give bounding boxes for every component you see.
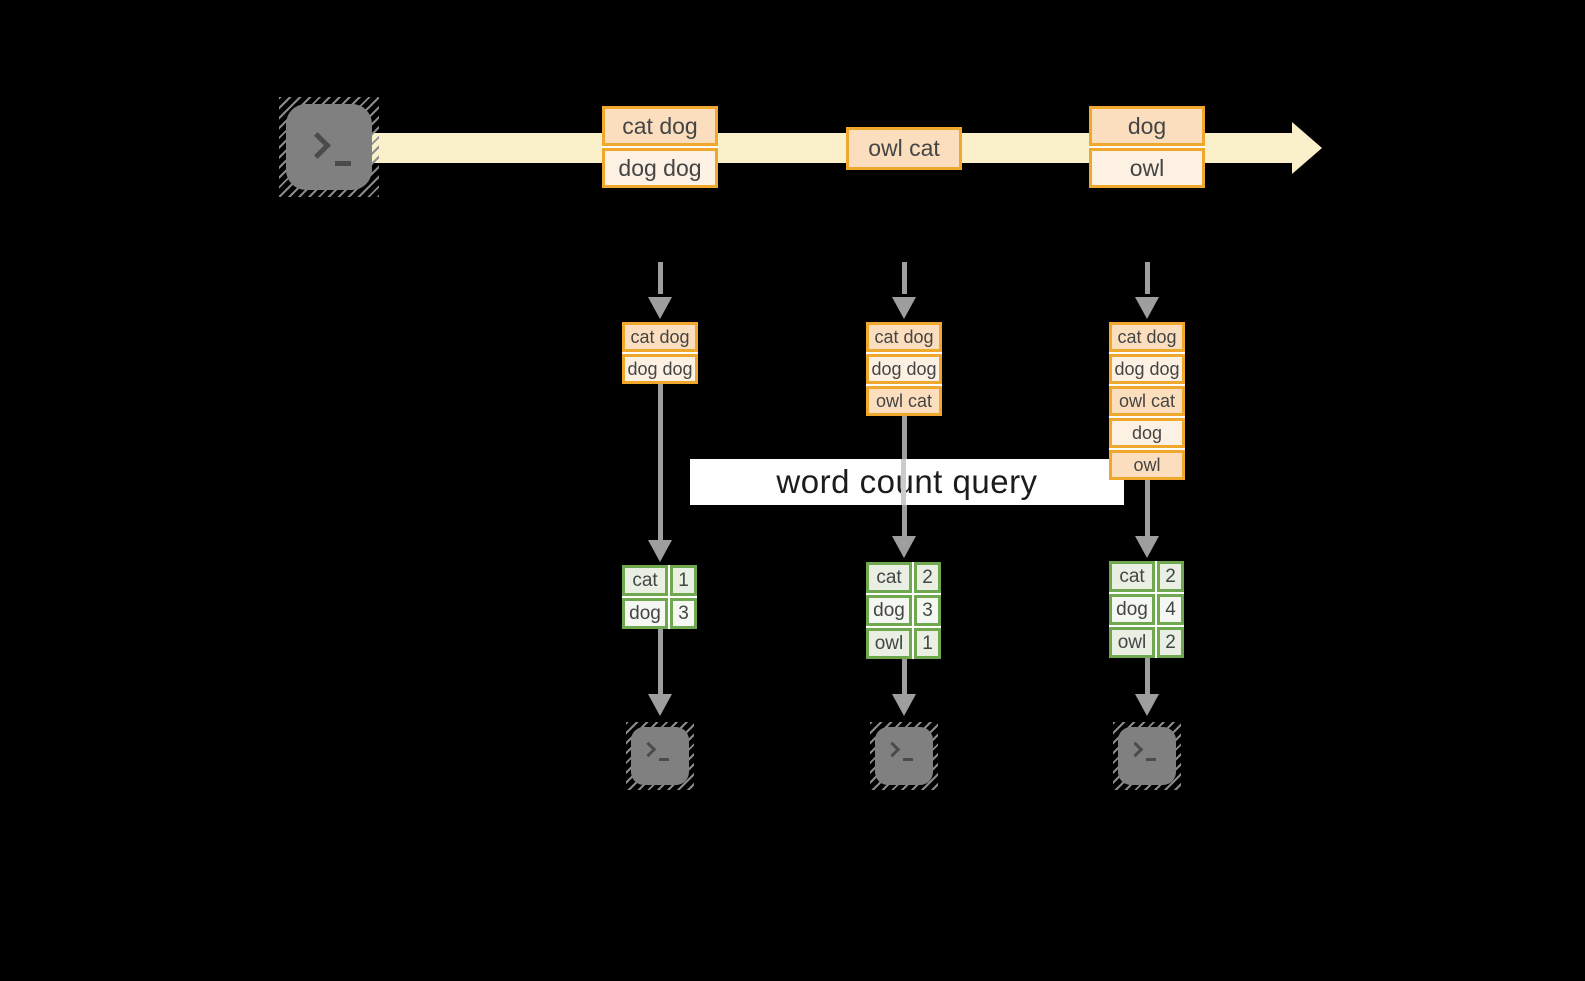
state-row: dog dog bbox=[866, 354, 942, 384]
stream-batch-3: dog owl bbox=[1089, 106, 1205, 188]
query-banner: word count query bbox=[690, 459, 1124, 505]
state-row: cat dog bbox=[622, 322, 698, 352]
prompt-chevron-icon bbox=[884, 741, 901, 758]
count-table-2: cat 2 dog 3 owl 1 bbox=[866, 562, 941, 659]
state-row: owl cat bbox=[1109, 386, 1185, 416]
prompt-underscore-icon bbox=[1146, 758, 1156, 761]
arrow-line bbox=[1144, 655, 1150, 694]
count-cell: 4 bbox=[1157, 594, 1184, 625]
terminal-icon bbox=[286, 104, 372, 190]
state-row: dog bbox=[1109, 418, 1185, 448]
word-cell: owl bbox=[1109, 627, 1155, 658]
arrow-head-icon bbox=[892, 536, 916, 558]
arrow-line bbox=[901, 656, 907, 694]
count-cell: 3 bbox=[914, 595, 941, 626]
arrow-head-icon bbox=[892, 694, 916, 716]
word-cell: cat bbox=[1109, 561, 1155, 592]
word-cell: dog bbox=[866, 595, 912, 626]
word-cell: dog bbox=[1109, 594, 1155, 625]
dashed-arrow-line bbox=[657, 262, 663, 294]
prompt-underscore-icon bbox=[659, 758, 669, 761]
state-row: owl bbox=[1109, 450, 1185, 480]
query-label: word count query bbox=[776, 463, 1038, 500]
terminal-icon bbox=[1118, 727, 1176, 785]
word-cell: cat bbox=[866, 562, 912, 593]
count-cell: 1 bbox=[670, 565, 697, 596]
arrow-head-icon bbox=[1135, 694, 1159, 716]
arrow-line bbox=[1144, 480, 1150, 536]
count-table-3: cat 2 dog 4 owl 2 bbox=[1109, 561, 1184, 658]
stream-batch-1: cat dog dog dog bbox=[602, 106, 718, 188]
word-cell: cat bbox=[622, 565, 668, 596]
prompt-underscore-icon bbox=[335, 161, 351, 166]
dashed-arrow-line bbox=[1144, 262, 1150, 294]
arrow-line bbox=[657, 627, 663, 694]
dashed-arrow-head-icon bbox=[1135, 297, 1159, 319]
stream-arrowhead-icon bbox=[1292, 122, 1322, 174]
count-cell: 2 bbox=[914, 562, 941, 593]
state-box-3: cat dog dog dog owl cat dog owl bbox=[1109, 322, 1185, 480]
sink-terminal-icon bbox=[1113, 722, 1181, 790]
arrow-head-icon bbox=[648, 540, 672, 562]
count-cell: 2 bbox=[1157, 561, 1184, 592]
word-cell: dog bbox=[622, 598, 668, 629]
dashed-arrow-line bbox=[901, 262, 907, 294]
stream-batch-line: owl cat bbox=[846, 127, 962, 170]
stream-batch-line: owl bbox=[1089, 148, 1205, 188]
word-cell: owl bbox=[866, 628, 912, 659]
source-terminal-icon bbox=[279, 97, 379, 197]
count-cell: 3 bbox=[670, 598, 697, 629]
sink-terminal-icon bbox=[870, 722, 938, 790]
count-table-1: cat 1 dog 3 bbox=[622, 565, 697, 629]
stream-batch-line: dog bbox=[1089, 106, 1205, 146]
state-row: owl cat bbox=[866, 386, 942, 416]
state-box-1: cat dog dog dog bbox=[622, 322, 698, 384]
stream-batch-line: cat dog bbox=[602, 106, 718, 146]
sink-terminal-icon bbox=[626, 722, 694, 790]
state-row: cat dog bbox=[1109, 322, 1185, 352]
prompt-chevron-icon bbox=[304, 132, 331, 159]
terminal-icon bbox=[631, 727, 689, 785]
prompt-underscore-icon bbox=[903, 758, 913, 761]
state-row: cat dog bbox=[866, 322, 942, 352]
count-cell: 1 bbox=[914, 628, 941, 659]
arrow-head-icon bbox=[648, 694, 672, 716]
count-cell: 2 bbox=[1157, 627, 1184, 658]
dashed-arrow-head-icon bbox=[892, 297, 916, 319]
dashed-arrow-head-icon bbox=[648, 297, 672, 319]
prompt-chevron-icon bbox=[1127, 741, 1144, 758]
stream-batch-2: owl cat bbox=[846, 127, 962, 170]
arrow-line bbox=[657, 384, 663, 540]
state-row: dog dog bbox=[622, 354, 698, 384]
terminal-icon bbox=[875, 727, 933, 785]
stream-batch-line: dog dog bbox=[602, 148, 718, 188]
arrow-through-banner bbox=[901, 459, 906, 505]
arrow-head-icon bbox=[1135, 536, 1159, 558]
state-row: dog dog bbox=[1109, 354, 1185, 384]
prompt-chevron-icon bbox=[640, 741, 657, 758]
state-box-2: cat dog dog dog owl cat bbox=[866, 322, 942, 416]
